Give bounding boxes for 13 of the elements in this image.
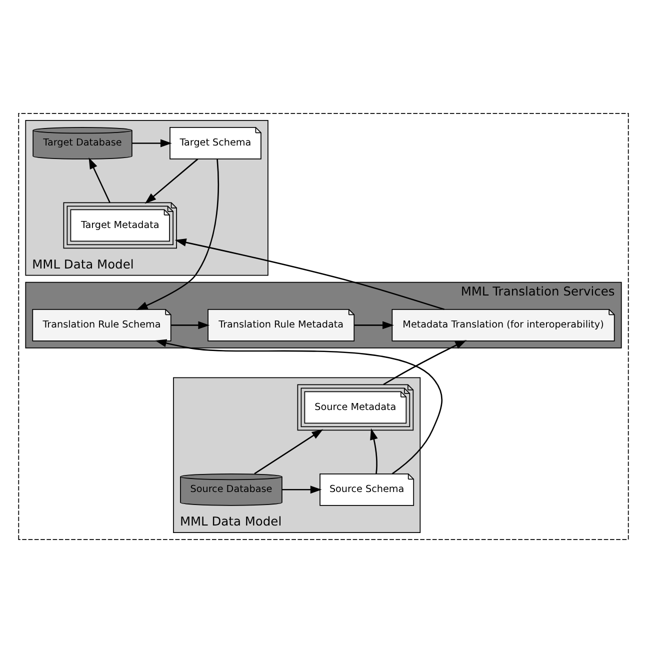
arrow <box>254 428 324 474</box>
arrow <box>354 320 394 329</box>
arrow <box>132 138 172 147</box>
arrow <box>171 320 210 329</box>
cluster <box>18 112 629 540</box>
arrow <box>370 428 378 474</box>
arrow <box>88 156 110 202</box>
arrow <box>383 340 467 385</box>
arrow <box>144 158 198 204</box>
arrow <box>136 158 220 310</box>
arrow <box>155 338 442 474</box>
arrow <box>174 238 445 310</box>
arrow <box>282 485 322 494</box>
